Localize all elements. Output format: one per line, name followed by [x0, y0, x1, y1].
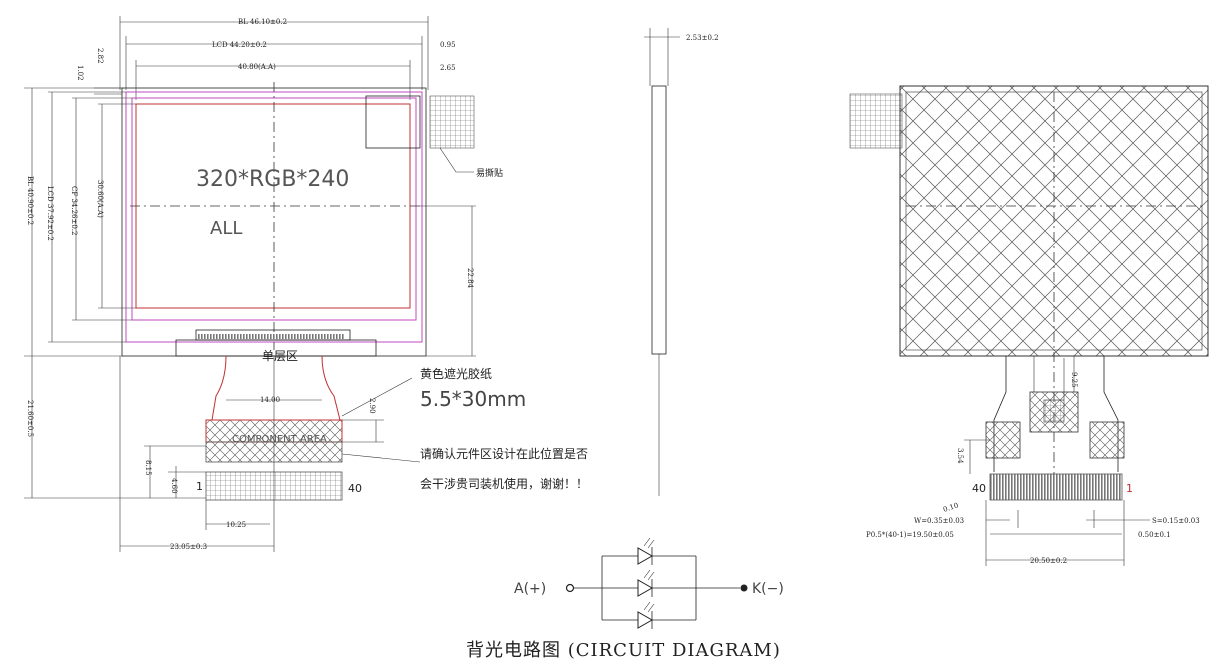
dim-stiffener: 2.90 [368, 398, 376, 414]
dim-back-total: 20.50±0.2 [1030, 557, 1067, 565]
yellow-tape-size: 5.5*30mm [420, 387, 526, 411]
note-line-2: 会干涉贵司装机使用，谢谢！！ [420, 476, 588, 491]
tape-label: 易撕贴 [476, 167, 503, 179]
back-pin-first-label: 1 [1126, 482, 1133, 495]
back-pin-last-label: 40 [972, 482, 986, 495]
dim-right-offset-1: 0.95 [440, 41, 456, 49]
front-view: BL 46.10±0.2 LCD 44.20±0.2 0.95 40.80(A.… [24, 16, 588, 552]
dim-back-angle: 0.10 [942, 501, 959, 513]
dim-aa-height: 30.60(A.A) [96, 180, 104, 218]
dim-thickness: 2.53±0.2 [686, 34, 719, 42]
side-view: 2.53±0.2 [644, 28, 719, 496]
circuit-caption: 背光电路图 (CIRCUIT DIAGRAM) [466, 640, 781, 661]
all-label: ALL [210, 218, 242, 239]
anode-label: A(+) [514, 581, 546, 597]
back-view: 40 1 9.25 3.54 0.10 W=0.35±0.03 S=0.15±0… [849, 85, 1209, 566]
dim-top-offset-1: 1.02 [76, 65, 84, 81]
dim-cf-height: CF 34.26±0.2 [70, 186, 78, 235]
dim-back-w: W=0.35±0.03 [914, 517, 964, 525]
single-layer-label: 单层区 [262, 349, 298, 363]
dim-back-stiffener: 9.25 [1070, 372, 1078, 388]
cathode-terminal [740, 584, 748, 592]
pin-first-label: 1 [196, 480, 203, 493]
led-3 [602, 601, 696, 629]
dim-lcd-width: LCD 44.20±0.2 [212, 41, 267, 49]
dim-right-offset-2: 2.65 [440, 64, 456, 72]
note-line-1: 请确认元件区设计在此位置是否 [420, 446, 588, 461]
dim-lcd-height: LCD 37.92±0.2 [46, 186, 54, 241]
dim-pin-offset: 10.25 [226, 521, 246, 529]
led-1 [602, 537, 696, 565]
component-area-label: COMPONENT AREA [232, 434, 327, 445]
circuit-diagram: A(+) K(−) 背光电路图 (CIR [466, 537, 784, 661]
dim-top-offset-2: 2.82 [96, 48, 104, 64]
anode-terminal [565, 583, 575, 593]
pin-last-label: 40 [348, 482, 362, 495]
dim-back-s: S=0.15±0.03 [1152, 517, 1200, 525]
dim-va-width: 40.80(A.A) [238, 63, 276, 71]
yellow-tape-label: 黄色遮光胶纸 [420, 366, 492, 381]
dim-bl-height: BL 40.90±0.2 [26, 176, 34, 225]
resolution-label: 320*RGB*240 [196, 167, 349, 192]
cathode-label: K(−) [752, 581, 784, 597]
dim-center-offset: 22.84 [466, 268, 474, 289]
dim-bl-width: BL 46.10±0.2 [238, 18, 287, 26]
dim-k15: 8.15 [144, 460, 152, 476]
dim-k16: 4.60 [170, 478, 178, 494]
dim-fpc-length: 21.60±0.5 [26, 400, 34, 437]
led-2 [602, 569, 696, 597]
dim-fpc-neck: 14.00 [260, 396, 280, 404]
dim-back-edge: 0.50±0.1 [1138, 531, 1171, 539]
dim-back-fpc-offset: 3.54 [956, 448, 964, 464]
dim-left-to-center: 23.05±0.3 [170, 543, 207, 551]
dim-back-pitch: P0.5*(40-1)=19.50±0.05 [866, 531, 954, 539]
